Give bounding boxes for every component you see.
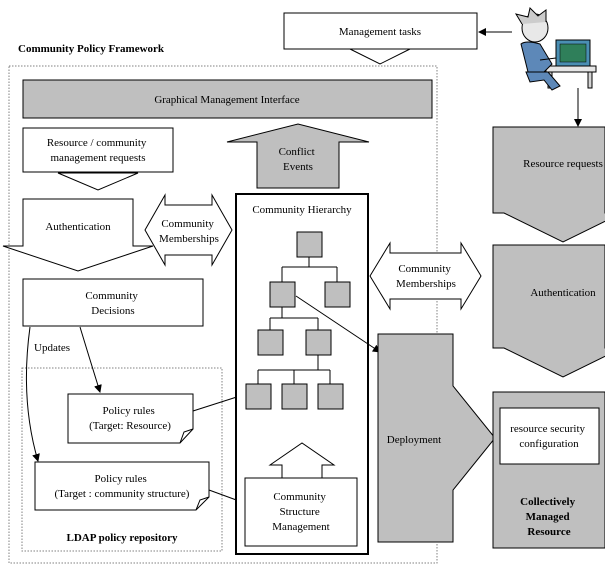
policy-resource-to-hierarchy-arrow [192, 393, 244, 412]
tree-node [296, 231, 323, 258]
hierarchy-to-deployment-arrow [295, 295, 381, 353]
structure-up-arrow [268, 442, 336, 479]
memberships-left-arrow [144, 193, 233, 267]
updates-label: Updates [34, 342, 70, 354]
security-config-label: resource security configuration [510, 423, 588, 450]
management-tasks-box [283, 12, 478, 50]
gmi-box [22, 79, 433, 119]
policy-resource-box [67, 393, 194, 444]
structure-management-box [244, 477, 358, 547]
tree-node [281, 383, 308, 410]
conflict-events-label: Conflict Events [279, 146, 318, 173]
repository-boundary [21, 367, 223, 552]
updates-arrow-2 [25, 326, 40, 462]
requests-arrow [57, 172, 139, 191]
framework-title: Community Policy Framework [18, 43, 165, 55]
policy-structure-label: Policy rules (Target : community structu… [55, 473, 190, 500]
framework-boundary [8, 65, 438, 564]
community-hierarchy-label: Community Hierarchy [252, 204, 352, 216]
security-config-box [499, 407, 600, 465]
decisions-box [22, 278, 204, 327]
memberships-right-arrow [369, 241, 482, 311]
policy-structure-box [34, 461, 210, 511]
decisions-label: Community Decisions [85, 290, 140, 317]
auth-left-arrow [2, 198, 154, 272]
user-at-computer-icon [514, 7, 597, 91]
management-tasks-label: Management tasks [339, 26, 421, 38]
hierarchy-tree [245, 231, 351, 410]
policy-resource-label: Policy rules (Target: Resource) [89, 405, 171, 432]
tree-node [245, 383, 272, 410]
tree-node [317, 383, 344, 410]
memberships-left-label: Community Memberships [159, 218, 219, 245]
requests-box [22, 127, 174, 173]
gmi-label: Graphical Management Interface [154, 94, 299, 106]
management-tasks-arrow [349, 48, 411, 65]
conflict-events-arrow [226, 123, 370, 189]
tree-node [269, 281, 296, 308]
managed-resource-label: Collectively Managed Resource [520, 496, 578, 538]
deployment-arrow [377, 333, 496, 543]
auth-left-label: Authentication [45, 221, 111, 233]
tree-node [257, 329, 284, 356]
resource-requests-arrow [492, 126, 605, 243]
requests-label: Resource / community management requests [47, 137, 149, 164]
resource-requests-label: Resource requests [523, 158, 603, 170]
structure-management-label: Community Structure Management [272, 491, 329, 533]
updates-arrow-1 [79, 326, 102, 393]
tree-node [324, 281, 351, 308]
auth-right-label: Authentication [530, 287, 596, 299]
tree-node [305, 329, 332, 356]
memberships-right-label: Community Memberships [396, 263, 456, 290]
auth-right-arrow [492, 244, 605, 378]
repository-title: LDAP policy repository [66, 532, 178, 544]
deployment-label: Deployment [387, 434, 441, 446]
